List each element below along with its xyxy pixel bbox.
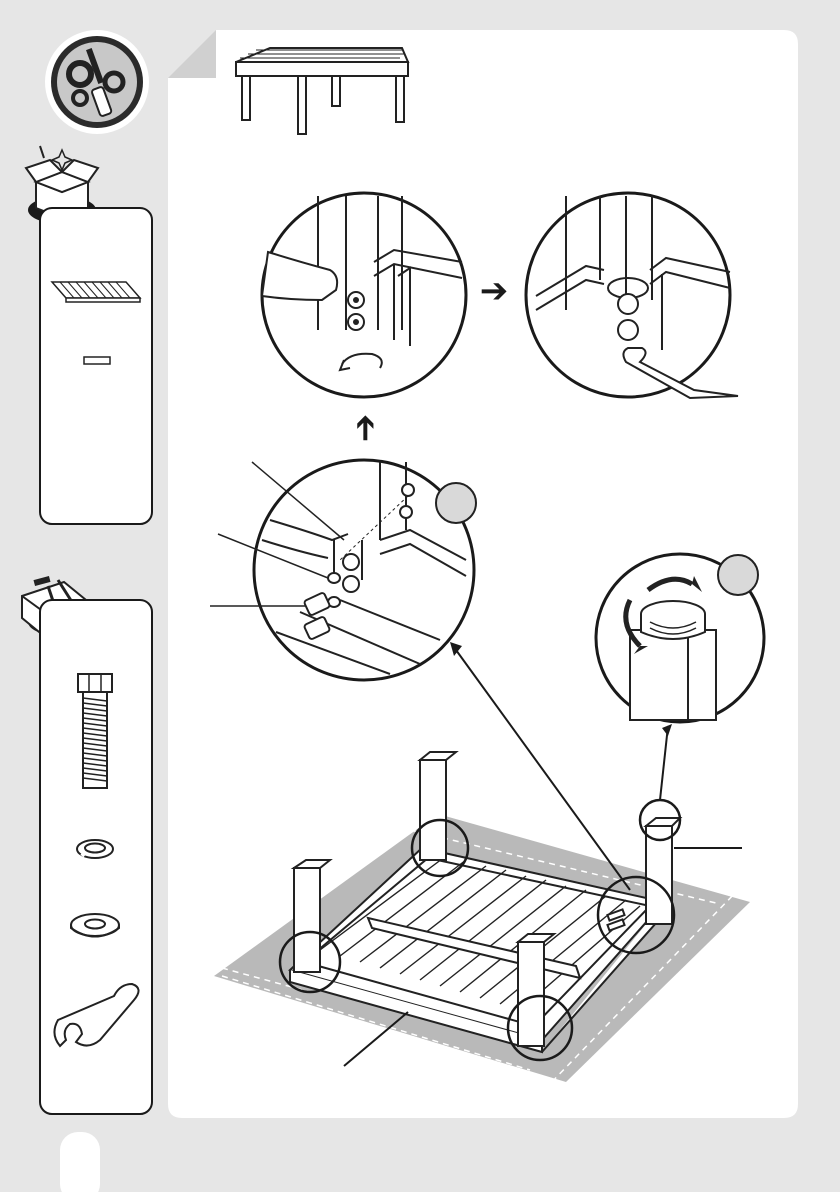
- hex-bolt: [78, 674, 112, 788]
- gears-screwdriver-icon: [45, 30, 149, 134]
- step-badge-b: [718, 555, 758, 595]
- step-badge-a: [436, 483, 476, 523]
- arrow-right-icon: ➔: [480, 272, 509, 310]
- detail-bolt-assembly: [254, 460, 476, 680]
- parts-list-panel: [40, 208, 152, 524]
- detail-foot-adjuster: [596, 554, 764, 722]
- folded-corner: [168, 30, 216, 78]
- page-number-tab: [60, 1132, 100, 1192]
- connector-bar-part: [84, 357, 110, 364]
- spring-washer: [77, 840, 113, 858]
- arrow-up-icon: ➔: [346, 414, 384, 443]
- detail-hand-tighten: [262, 193, 466, 397]
- flat-washer: [71, 914, 119, 937]
